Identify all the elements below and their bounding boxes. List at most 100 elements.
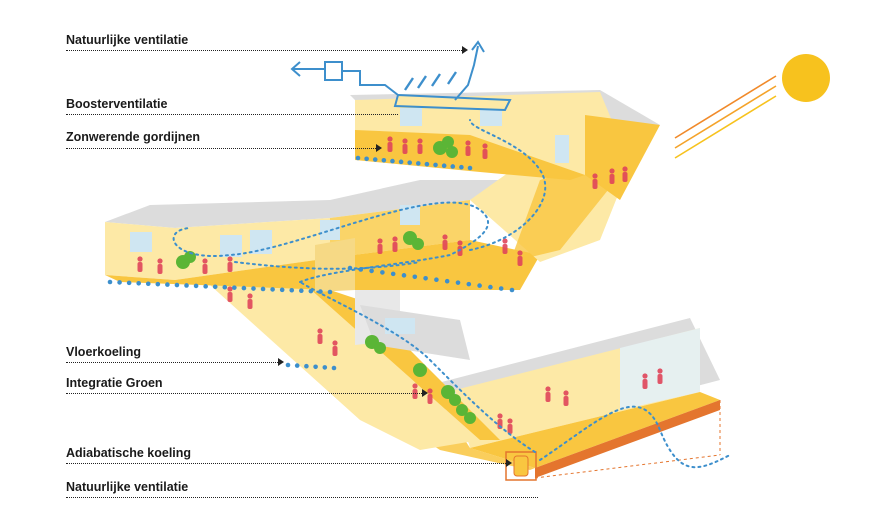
floor-cooling-dot: [459, 164, 464, 170]
floor-cooling-dot: [390, 271, 396, 277]
floor-cooling-dot: [289, 287, 295, 293]
floor-cooling-dot: [488, 284, 493, 290]
person-icon: [417, 138, 423, 154]
floor-cooling-dot: [260, 286, 266, 292]
person-icon: [545, 386, 551, 402]
label-sun-blinds: Zonwerende gordijnen: [66, 130, 201, 144]
floor-cooling-dot: [304, 363, 309, 369]
floor-cooling-dot: [232, 285, 237, 290]
person-icon: [137, 136, 663, 434]
person-icon: [412, 383, 418, 399]
floor-cooling-dot: [270, 287, 275, 292]
label-natural-ventilation-top: Natuurlijke ventilatie: [66, 33, 189, 47]
floor-cooling-dot: [398, 159, 404, 165]
airflow-arrow-icon: [172, 119, 731, 469]
person-icon: [137, 256, 143, 272]
floor-cooling-dot: [322, 365, 328, 370]
leader-adiabatic-cooling: [66, 463, 506, 464]
leader-arrowhead: [278, 358, 284, 366]
label-adiabatic-cooling: Adiabatische koeling: [66, 446, 192, 460]
floor-cooling-dot: [203, 284, 208, 289]
floor-cooling-dot: [401, 273, 407, 278]
floor-cooling-dot: [222, 284, 228, 290]
sun-icon: [782, 54, 830, 102]
person-icon: [457, 240, 463, 256]
floor-cooling-dot: [441, 163, 447, 168]
floor-cooling-dot: [372, 157, 378, 162]
floor-cooling-dot: [355, 155, 361, 161]
sun-rays: [674, 75, 777, 159]
leader-booster-ventilation: [66, 114, 398, 115]
person-icon: [202, 258, 208, 274]
floor-cooling-dot: [279, 287, 285, 293]
floor-cooling-dot: [477, 283, 482, 288]
label-floor-cooling: Vloerkoeling: [66, 345, 142, 359]
person-icon: [465, 140, 471, 156]
floor-cooling-dot: [165, 282, 170, 287]
person-icon: [592, 173, 598, 189]
person-icon: [517, 250, 523, 266]
floor-cooling-dot: [412, 274, 418, 280]
leader-natural-ventilation-top: [66, 50, 462, 51]
person-icon: [442, 234, 448, 250]
person-icon: [563, 390, 569, 406]
floor-cooling-dot: [117, 280, 122, 285]
floor-cooling-dot: [455, 280, 461, 285]
floor-cooling-dot: [193, 283, 199, 289]
person-icon: [227, 256, 233, 272]
leader-arrowhead: [376, 144, 382, 152]
person-icon: [157, 258, 163, 274]
floor-cooling-dot: [331, 365, 337, 371]
floor-cooling-dot: [251, 286, 256, 291]
floor-cooling-dot: [241, 285, 247, 291]
leader-green-integration: [66, 393, 422, 394]
leader-floor-cooling: [66, 362, 278, 363]
floor-cooling-dot: [466, 281, 472, 287]
floor-cooling-dot: [434, 277, 439, 283]
floor-cooling-dot: [327, 289, 333, 295]
floor-cooling-dot: [369, 268, 374, 274]
leader-arrowhead: [422, 389, 428, 397]
floor-cooling-dot: [145, 281, 151, 287]
floor-cooling-dot: [212, 284, 218, 290]
floor-cooling-dot: [416, 161, 421, 166]
person-icon: [642, 373, 648, 389]
floor-cooling-dot: [390, 158, 395, 164]
leader-natural-ventilation-bottom: [66, 497, 538, 498]
label-natural-ventilation-bottom: Natuurlijke ventilatie: [66, 480, 189, 494]
fan-unit-icon: [290, 40, 512, 112]
floor-cooling-dot: [450, 164, 456, 169]
floor-cooling-dot: [155, 281, 161, 287]
floor-cooling-dot: [424, 161, 430, 167]
person-icon: [247, 293, 253, 309]
floor-cooling-dot: [364, 156, 369, 162]
person-icon: [482, 143, 488, 159]
floor-cooling-dot: [467, 165, 473, 171]
leader-arrowhead: [462, 46, 468, 54]
person-icon: [402, 138, 408, 154]
person-icon: [387, 136, 393, 152]
floor-cooling-dot: [498, 286, 504, 291]
building-middle: [105, 180, 540, 292]
person-icon: [502, 238, 508, 254]
floor-cooling-dot: [509, 287, 515, 293]
leader-sun-blinds: [66, 148, 376, 149]
floor-cooling-dot: [423, 275, 428, 281]
person-icon: [609, 168, 615, 184]
floor-cooling-dot: [184, 283, 189, 288]
plant-icon: [176, 136, 476, 424]
person-icon: [507, 418, 513, 434]
floor-cooling-dot: [294, 363, 300, 368]
floor-cooling-dot: [308, 288, 314, 294]
floor-cooling-dot: [285, 362, 291, 368]
person-icon: [317, 328, 323, 344]
person-icon: [377, 238, 383, 254]
floor-cooling-dot: [107, 279, 113, 285]
floor-cooling-dot: [126, 280, 132, 286]
person-icon: [227, 286, 233, 302]
person-icon: [392, 236, 398, 252]
floor-cooling-dot: [381, 158, 387, 163]
floor-cooling-dot: [313, 364, 318, 370]
